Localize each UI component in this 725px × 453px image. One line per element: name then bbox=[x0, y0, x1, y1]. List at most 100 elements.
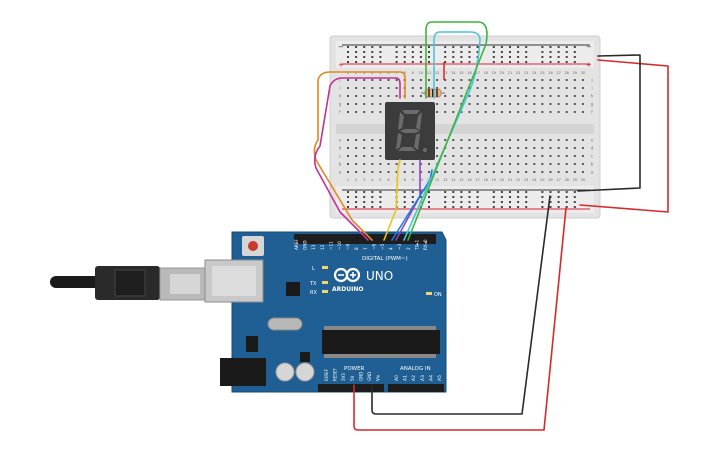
breadboard-hole[interactable] bbox=[452, 95, 455, 97]
breadboard-hole[interactable] bbox=[581, 155, 584, 157]
rail-hole[interactable] bbox=[355, 206, 358, 208]
breadboard-hole[interactable] bbox=[492, 87, 495, 89]
rail-hole[interactable] bbox=[517, 61, 520, 63]
breadboard-hole[interactable] bbox=[541, 171, 544, 173]
breadboard-hole[interactable] bbox=[509, 139, 511, 141]
breadboard-hole[interactable] bbox=[371, 171, 374, 173]
breadboard-hole[interactable] bbox=[517, 79, 520, 81]
breadboard-hole[interactable] bbox=[517, 95, 520, 97]
breadboard-hole[interactable] bbox=[517, 171, 520, 173]
rail-hole[interactable] bbox=[468, 206, 471, 208]
breadboard-hole[interactable] bbox=[347, 139, 349, 141]
breadboard-hole[interactable] bbox=[565, 163, 568, 165]
breadboard-hole[interactable] bbox=[355, 163, 358, 165]
breadboard-hole[interactable] bbox=[492, 147, 495, 149]
breadboard-hole[interactable] bbox=[468, 95, 471, 97]
rail-hole[interactable] bbox=[468, 56, 471, 58]
rail-hole[interactable] bbox=[371, 196, 374, 198]
breadboard-hole[interactable] bbox=[452, 163, 455, 165]
breadboard-hole[interactable] bbox=[517, 147, 520, 149]
rail-hole[interactable] bbox=[541, 206, 544, 208]
breadboard-hole[interactable] bbox=[419, 163, 422, 165]
breadboard-hole[interactable] bbox=[509, 111, 511, 113]
breadboard-hole[interactable] bbox=[525, 87, 528, 89]
rail-hole[interactable] bbox=[557, 206, 560, 208]
breadboard-hole[interactable] bbox=[428, 79, 430, 81]
rail-hole[interactable] bbox=[573, 61, 576, 63]
breadboard-hole[interactable] bbox=[444, 111, 447, 113]
usb-cable[interactable] bbox=[50, 266, 211, 301]
breadboard-hole[interactable] bbox=[436, 147, 439, 149]
breadboard-hole[interactable] bbox=[500, 147, 503, 149]
breadboard-hole[interactable] bbox=[363, 139, 366, 141]
rail-hole[interactable] bbox=[347, 196, 349, 198]
rail-hole[interactable] bbox=[541, 191, 544, 193]
breadboard-hole[interactable] bbox=[371, 163, 374, 165]
rail-hole[interactable] bbox=[371, 201, 374, 203]
rail-hole[interactable] bbox=[444, 56, 447, 58]
rail-hole[interactable] bbox=[363, 191, 366, 193]
rail-hole[interactable] bbox=[460, 191, 463, 193]
breadboard-hole[interactable] bbox=[581, 103, 584, 105]
rail-hole[interactable] bbox=[557, 51, 560, 53]
rail-hole[interactable] bbox=[565, 56, 568, 58]
rail-hole[interactable] bbox=[355, 56, 358, 58]
breadboard-hole[interactable] bbox=[557, 111, 560, 113]
breadboard-hole[interactable] bbox=[581, 87, 584, 89]
breadboard-hole[interactable] bbox=[533, 147, 536, 149]
breadboard-hole[interactable] bbox=[517, 155, 520, 157]
breadboard-hole[interactable] bbox=[557, 95, 560, 97]
rail-hole[interactable] bbox=[452, 191, 455, 193]
rail-hole[interactable] bbox=[411, 196, 414, 198]
breadboard-hole[interactable] bbox=[541, 111, 544, 113]
rail-hole[interactable] bbox=[419, 196, 422, 198]
breadboard-hole[interactable] bbox=[484, 163, 487, 165]
rail-hole[interactable] bbox=[492, 196, 495, 198]
breadboard-hole[interactable] bbox=[444, 87, 447, 89]
rail-hole[interactable] bbox=[525, 196, 528, 198]
rail-hole[interactable] bbox=[347, 56, 349, 58]
breadboard-hole[interactable] bbox=[549, 87, 552, 89]
rail-hole[interactable] bbox=[347, 191, 349, 193]
breadboard-hole[interactable] bbox=[468, 171, 471, 173]
rail-hole[interactable] bbox=[565, 51, 568, 53]
breadboard-hole[interactable] bbox=[525, 95, 528, 97]
rail-hole[interactable] bbox=[492, 206, 495, 208]
breadboard-hole[interactable] bbox=[541, 147, 544, 149]
rail-hole[interactable] bbox=[371, 46, 374, 48]
rail-hole[interactable] bbox=[517, 46, 520, 48]
rail-hole[interactable] bbox=[509, 206, 511, 208]
breadboard-hole[interactable] bbox=[557, 87, 560, 89]
wire-rail-black[interactable] bbox=[577, 54, 641, 192]
breadboard-hole[interactable] bbox=[355, 155, 358, 157]
breadboard-hole[interactable] bbox=[484, 155, 487, 157]
rail-hole[interactable] bbox=[428, 51, 430, 53]
rail-hole[interactable] bbox=[355, 191, 358, 193]
breadboard-hole[interactable] bbox=[484, 103, 487, 105]
breadboard-hole[interactable] bbox=[476, 79, 479, 81]
rail-hole[interactable] bbox=[444, 61, 447, 63]
breadboard-hole[interactable] bbox=[371, 139, 374, 141]
breadboard-hole[interactable] bbox=[363, 103, 366, 105]
breadboard-hole[interactable] bbox=[436, 79, 439, 81]
breadboard-hole[interactable] bbox=[476, 103, 479, 105]
rail-hole[interactable] bbox=[379, 46, 382, 48]
breadboard-hole[interactable] bbox=[452, 103, 455, 105]
rail-hole[interactable] bbox=[525, 191, 528, 193]
rail-hole[interactable] bbox=[573, 46, 576, 48]
breadboard-hole[interactable] bbox=[509, 79, 511, 81]
rail-hole[interactable] bbox=[509, 56, 511, 58]
rail-hole[interactable] bbox=[500, 46, 503, 48]
breadboard-hole[interactable] bbox=[371, 111, 374, 113]
breadboard-hole[interactable] bbox=[476, 139, 479, 141]
rail-hole[interactable] bbox=[395, 51, 398, 53]
breadboard-hole[interactable] bbox=[379, 87, 382, 89]
breadboard-hole[interactable] bbox=[581, 95, 584, 97]
breadboard-hole[interactable] bbox=[573, 139, 576, 141]
rail-hole[interactable] bbox=[541, 201, 544, 203]
breadboard-hole[interactable] bbox=[355, 171, 358, 173]
breadboard-hole[interactable] bbox=[509, 87, 511, 89]
rail-hole[interactable] bbox=[403, 201, 406, 203]
breadboard-hole[interactable] bbox=[484, 147, 487, 149]
rail-hole[interactable] bbox=[565, 201, 568, 203]
